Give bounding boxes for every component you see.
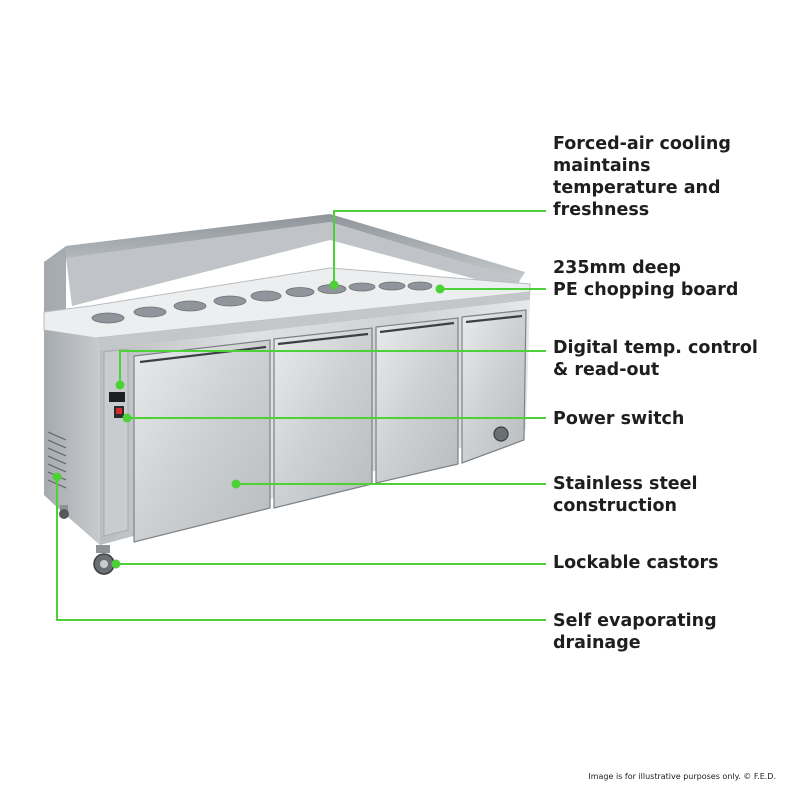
callout-lines <box>56 210 546 621</box>
callout-label-power: Power switch <box>553 409 685 429</box>
callout-line-cooling <box>333 210 546 285</box>
temperature-display <box>109 392 125 402</box>
callout-label-board: 235mm deep PE chopping board <box>553 258 739 300</box>
callout-label-steel: Stainless steel construction <box>553 474 698 516</box>
door-1 <box>133 339 271 543</box>
castors <box>59 426 509 575</box>
refrigerated-prep-counter <box>43 214 531 575</box>
food-pans <box>91 281 433 324</box>
callout-line-control <box>119 350 546 385</box>
power-switch-rocker <box>116 408 122 414</box>
callout-label-cooling: Forced-air cooling maintains temperature… <box>553 134 731 220</box>
callout-dots <box>52 280 445 569</box>
door-handles <box>139 314 523 364</box>
callout-line-drainage <box>56 477 546 621</box>
callout-label-control: Digital temp. control & read-out <box>553 338 758 380</box>
illustrative-footnote: Image is for illustrative purposes only.… <box>588 772 776 781</box>
door-3 <box>375 317 459 484</box>
side-panel <box>44 330 100 545</box>
callout-label-drainage: Self evaporating drainage <box>553 611 717 653</box>
front-rail <box>96 292 530 350</box>
callout-label-castors: Lockable castors <box>553 553 719 573</box>
lid-inner <box>66 222 520 306</box>
lid <box>66 214 525 280</box>
control-strip <box>103 348 129 537</box>
door-4 <box>461 309 527 464</box>
